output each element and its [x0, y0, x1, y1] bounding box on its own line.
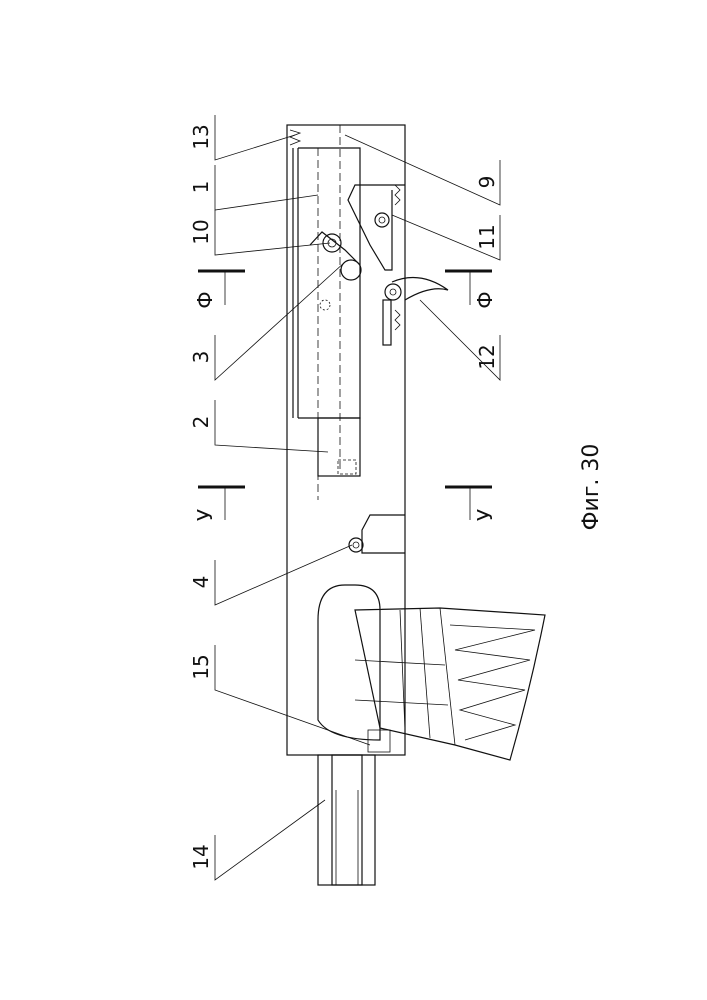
- label-1: 1: [189, 181, 213, 194]
- barrel-14: [318, 755, 375, 885]
- label-14: 14: [189, 844, 213, 869]
- spring-13: [290, 130, 300, 145]
- magazine-window: [318, 585, 380, 740]
- label-9: 9: [475, 176, 499, 189]
- label-11: 11: [475, 224, 499, 249]
- receiver-body: [287, 125, 405, 755]
- label-2: 2: [189, 416, 213, 429]
- section-label-u-top: У: [193, 509, 217, 521]
- magazine-15: [355, 608, 545, 760]
- label-13: 13: [189, 124, 213, 149]
- pin-4: [349, 515, 405, 553]
- section-label-phi-top: Ф: [193, 291, 217, 308]
- section-label-phi-bottom: Ф: [473, 291, 497, 308]
- trigger-12: [383, 278, 448, 346]
- label-3: 3: [189, 351, 213, 364]
- section-marker-phi: Ф Ф: [193, 271, 497, 309]
- label-12: 12: [475, 344, 499, 369]
- label-15: 15: [189, 654, 213, 679]
- label-4: 4: [189, 576, 213, 589]
- bolt-carrier: [293, 125, 360, 500]
- label-10: 10: [189, 219, 213, 244]
- leader-lines: [215, 115, 500, 880]
- figure-caption: Фиг. 30: [579, 444, 604, 531]
- hammer-11: [348, 185, 405, 270]
- section-label-u-bottom: У: [473, 509, 497, 521]
- section-marker-u: У У: [193, 487, 497, 521]
